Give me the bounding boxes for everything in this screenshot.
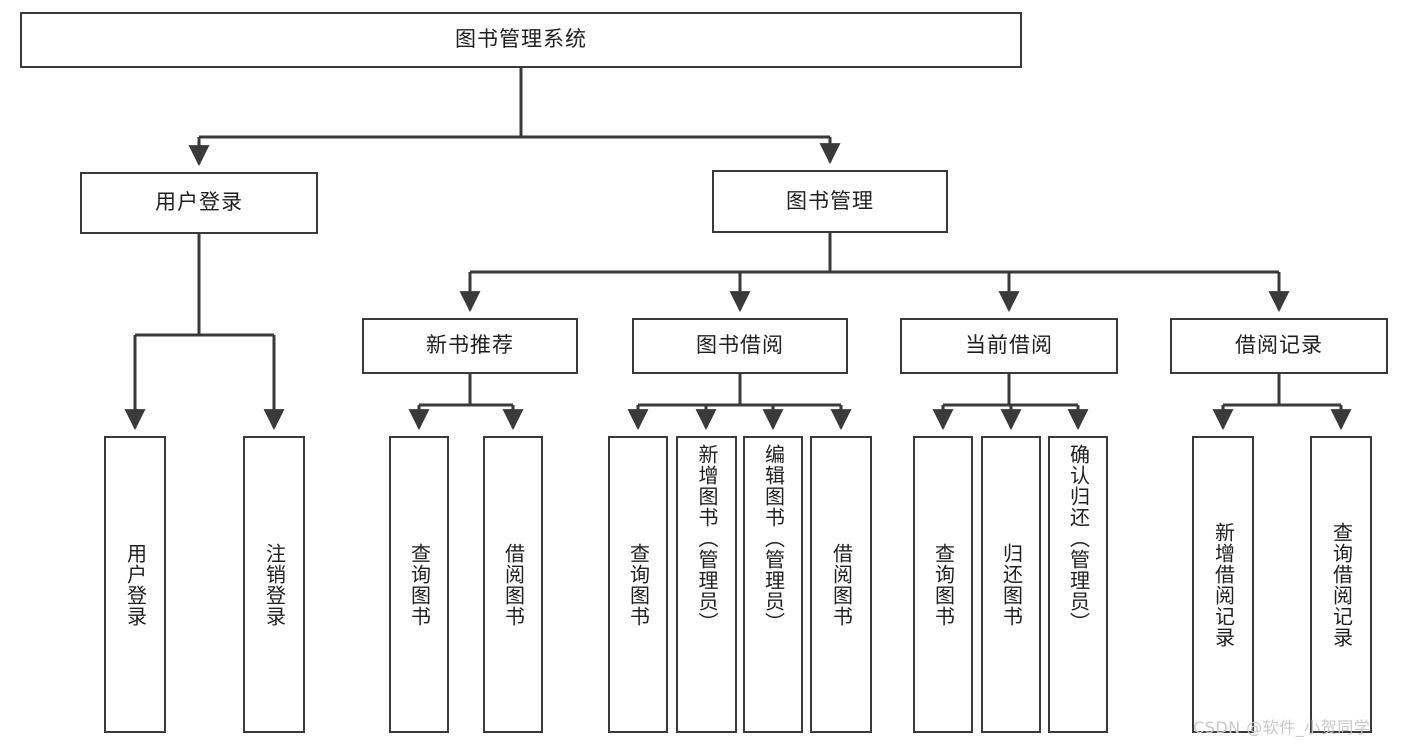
node-leaf-add-borrow-record-label: 新增借阅记录 <box>1211 521 1236 648</box>
node-leaf-query-book-1[interactable]: 查询图书 <box>389 436 449 733</box>
node-leaf-user-login[interactable]: 用户登录 <box>104 436 166 733</box>
node-leaf-return-book[interactable]: 归还图书 <box>981 436 1041 733</box>
node-leaf-borrow-book-1[interactable]: 借阅图书 <box>483 436 543 733</box>
node-leaf-add-borrow-record[interactable]: 新增借阅记录 <box>1192 436 1254 733</box>
node-current-borrow[interactable]: 当前借阅 <box>900 318 1118 374</box>
node-leaf-add-book-admin[interactable]: 新增图书（管理员） <box>676 436 737 733</box>
node-leaf-add-book-admin-label: 新增图书（管理员） <box>695 444 719 633</box>
node-leaf-query-book-3-label: 查询图书 <box>931 542 956 627</box>
node-leaf-logout-label: 注销登录 <box>262 542 287 627</box>
node-leaf-confirm-return-admin-label: 确认归还（管理员） <box>1066 444 1091 633</box>
node-root[interactable]: 图书管理系统 <box>20 12 1022 68</box>
node-borrow-record-label: 借阅记录 <box>1235 333 1323 358</box>
node-leaf-borrow-book-2[interactable]: 借阅图书 <box>810 436 872 733</box>
node-user-login[interactable]: 用户登录 <box>80 172 318 234</box>
node-leaf-user-login-label: 用户登录 <box>123 542 148 627</box>
node-leaf-query-book-2-label: 查询图书 <box>626 542 651 627</box>
node-new-book-recommend-label: 新书推荐 <box>426 333 514 358</box>
node-leaf-query-borrow-record-label: 查询借阅记录 <box>1329 521 1354 648</box>
node-book-borrow-label: 图书借阅 <box>696 333 784 358</box>
node-leaf-borrow-book-1-label: 借阅图书 <box>501 542 526 627</box>
node-root-label: 图书管理系统 <box>455 27 587 52</box>
node-user-login-label: 用户登录 <box>155 190 243 215</box>
node-leaf-query-borrow-record[interactable]: 查询借阅记录 <box>1310 436 1372 733</box>
node-leaf-query-book-3[interactable]: 查询图书 <box>913 436 973 733</box>
node-leaf-borrow-book-2-label: 借阅图书 <box>829 542 854 627</box>
node-current-borrow-label: 当前借阅 <box>965 333 1053 358</box>
node-leaf-query-book-2[interactable]: 查询图书 <box>608 436 668 733</box>
node-leaf-confirm-return-admin[interactable]: 确认归还（管理员） <box>1048 436 1108 733</box>
node-leaf-edit-book-admin-label: 编辑图书（管理员） <box>761 444 786 633</box>
node-new-book-recommend[interactable]: 新书推荐 <box>362 318 578 374</box>
node-borrow-record[interactable]: 借阅记录 <box>1170 318 1388 374</box>
node-leaf-query-book-1-label: 查询图书 <box>407 542 432 627</box>
node-leaf-logout[interactable]: 注销登录 <box>243 436 305 733</box>
node-book-borrow[interactable]: 图书借阅 <box>632 318 848 374</box>
node-leaf-edit-book-admin[interactable]: 编辑图书（管理员） <box>743 436 803 733</box>
node-book-management[interactable]: 图书管理 <box>712 170 948 233</box>
node-leaf-return-book-label: 归还图书 <box>999 542 1024 627</box>
node-book-management-label: 图书管理 <box>786 188 874 213</box>
